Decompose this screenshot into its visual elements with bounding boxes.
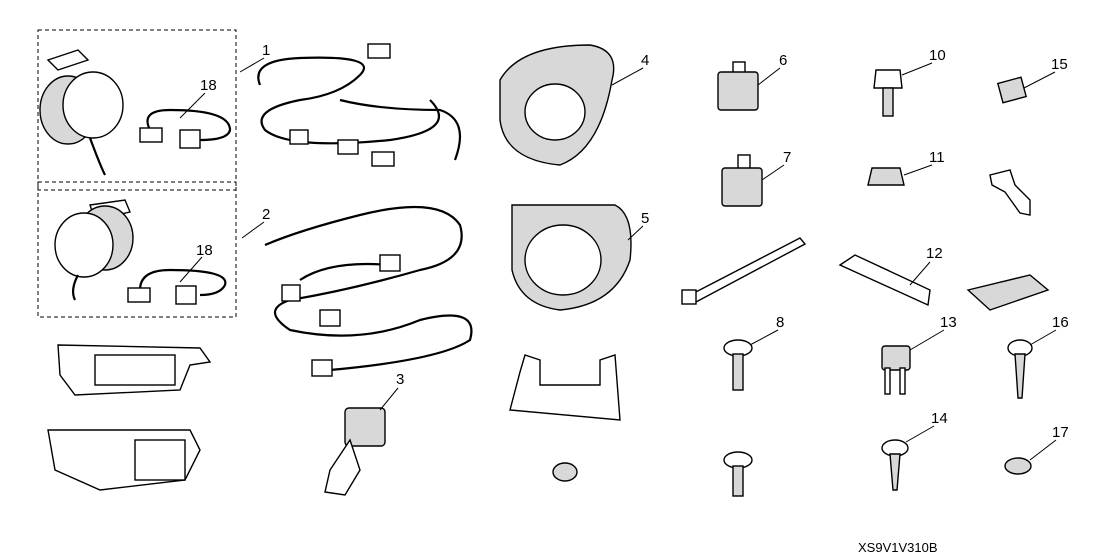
callout-17: 17 — [1052, 424, 1069, 441]
screw-8 — [723, 339, 753, 391]
callout-5: 5 — [641, 210, 650, 227]
part-code: XS9V1V310B — [858, 540, 938, 553]
callout-14: 14 — [931, 410, 948, 427]
callout-3: 3 — [396, 371, 405, 388]
callout-11: 11 — [929, 149, 945, 166]
fog-light-left — [39, 49, 124, 176]
harness-1 — [257, 43, 462, 167]
fog-light-right — [54, 199, 134, 301]
clip-nut-15 — [996, 76, 1028, 104]
callout-13: 13 — [940, 314, 957, 331]
fuse-13 — [881, 345, 911, 395]
bracket-left-lower — [47, 429, 201, 491]
screw-lower — [723, 451, 753, 497]
leader-lines — [179, 57, 1057, 461]
screw-14 — [881, 439, 909, 491]
fog-light-kit-left-box — [37, 29, 237, 191]
callout-8: 8 — [776, 314, 785, 331]
callout-10: 10 — [929, 47, 946, 64]
callout-4: 4 — [641, 52, 650, 69]
callout-12: 12 — [926, 245, 943, 262]
cable-tie — [681, 237, 807, 305]
callout-1: 1 — [262, 42, 271, 59]
bolt-10 — [873, 69, 903, 117]
garnish-5 — [511, 204, 632, 311]
bracket-left-upper — [57, 344, 212, 396]
washer-17 — [1004, 457, 1032, 475]
screw-16 — [1007, 339, 1033, 399]
harness-2 — [264, 205, 473, 377]
adhesive-pad — [966, 274, 1050, 311]
fog-light-kit-right-box — [37, 181, 237, 318]
callout-7: 7 — [783, 149, 792, 166]
callout-6: 6 — [779, 52, 788, 69]
garnish-4 — [499, 44, 615, 166]
sub-harness-18b — [127, 268, 227, 305]
callout-18b: 18 — [196, 242, 213, 259]
callout-16: 16 — [1052, 314, 1069, 331]
callout-2: 2 — [262, 206, 271, 223]
relay-7 — [721, 154, 763, 207]
relay-6 — [717, 61, 759, 111]
bracket-12 — [838, 254, 931, 307]
switch-3 — [324, 407, 386, 496]
angle-bracket — [989, 169, 1031, 216]
callout-18a: 18 — [200, 77, 217, 94]
washer-spacer — [552, 462, 578, 482]
nut-11 — [867, 167, 905, 186]
clip-bracket — [509, 354, 621, 421]
callout-15: 15 — [1051, 56, 1068, 73]
sub-harness-18a — [139, 108, 232, 149]
